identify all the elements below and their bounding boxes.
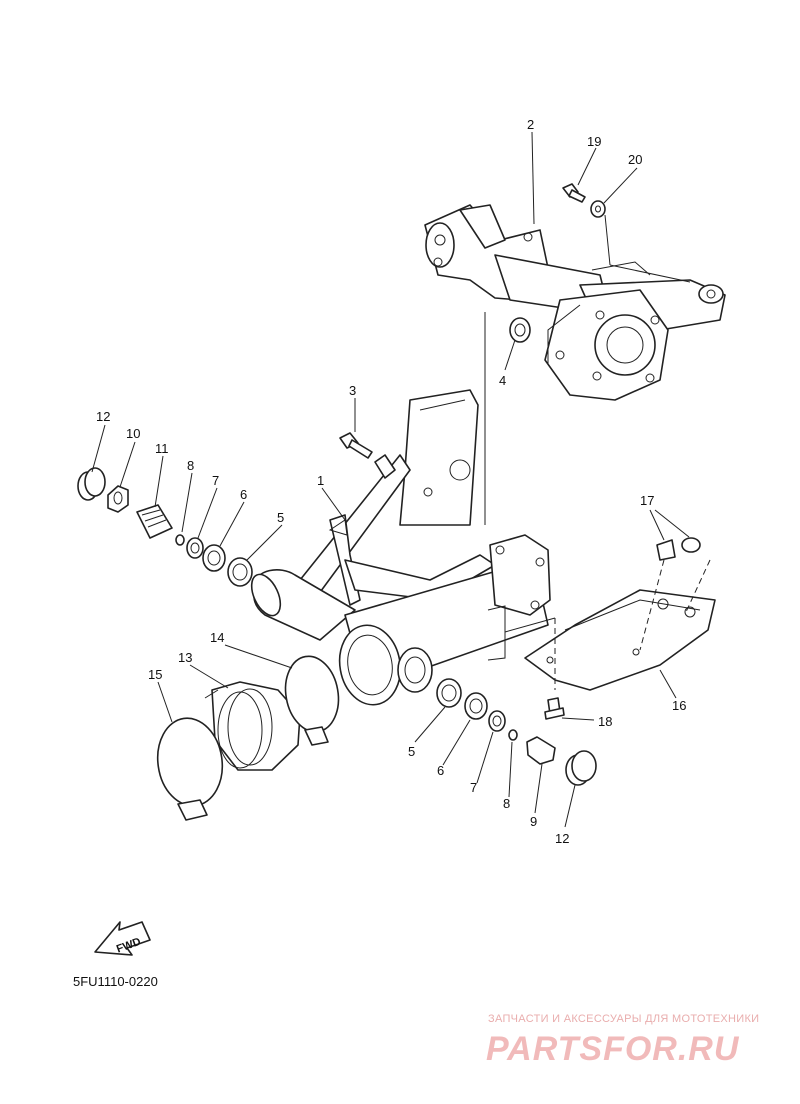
watermark: ЗАПЧАСТИ И АКСЕССУАРЫ ДЛЯ МОТОТЕХНИКИ PA… xyxy=(486,1013,759,1068)
callout-8-left: 8 xyxy=(187,458,194,473)
callout-15: 15 xyxy=(148,667,162,682)
ring-part-8-left xyxy=(175,534,185,546)
clamp-part-15 xyxy=(156,717,224,821)
callout-8-right: 8 xyxy=(503,796,510,811)
callout-10: 10 xyxy=(126,426,140,441)
callout-3: 3 xyxy=(349,383,356,398)
callout-14: 14 xyxy=(210,630,224,645)
swingarm-part-1 xyxy=(250,389,551,706)
clamp-part-14 xyxy=(284,655,340,746)
watermark-tagline: ЗАПЧАСТИ И АКСЕССУАРЫ ДЛЯ МОТОТЕХНИКИ xyxy=(488,1013,759,1025)
callout-16: 16 xyxy=(672,698,686,713)
boot-part-13 xyxy=(204,681,301,771)
bolt-part-18 xyxy=(544,697,565,720)
callout-2: 2 xyxy=(527,117,534,132)
fwd-arrow-icon: FWD xyxy=(94,921,151,956)
washer-part-20 xyxy=(590,200,606,218)
bearing-part-5-left xyxy=(227,557,253,587)
leader-lines xyxy=(91,131,711,828)
callout-11: 11 xyxy=(155,441,169,456)
callout-12-right: 12 xyxy=(555,831,569,846)
bushing-part-4 xyxy=(509,317,531,343)
callout-9: 9 xyxy=(530,814,537,829)
ring-part-8-right xyxy=(508,729,518,741)
nut-part-10 xyxy=(107,485,129,513)
callout-5-right: 5 xyxy=(408,744,415,759)
seal-part-7-right xyxy=(488,710,506,732)
callout-6-left: 6 xyxy=(240,487,247,502)
bearing-part-6-left xyxy=(202,544,226,572)
callout-7-right: 7 xyxy=(470,780,477,795)
bolt-part-19 xyxy=(562,183,586,203)
bolt-part-3 xyxy=(339,432,396,479)
callout-19: 19 xyxy=(587,134,601,149)
callout-17: 17 xyxy=(640,493,654,508)
axle-housing-part-2 xyxy=(424,204,726,401)
callout-20: 20 xyxy=(628,152,642,167)
callout-7-left: 7 xyxy=(212,473,219,488)
dust-cap-part-12-left xyxy=(77,467,106,501)
callout-labels: 2 19 20 4 3 12 10 11 8 7 6 5 1 14 13 15 … xyxy=(96,117,686,846)
callout-12-left: 12 xyxy=(96,409,110,424)
plug-part-17 xyxy=(656,537,701,561)
watermark-logo: PARTSFOR.RU xyxy=(486,1030,740,1068)
pivot-bolt-part-9 xyxy=(526,736,556,765)
seal-part-7-left xyxy=(186,537,204,559)
bearing-part-6-right xyxy=(464,692,488,720)
callout-5-left: 5 xyxy=(277,510,284,525)
callout-18: 18 xyxy=(598,714,612,729)
callout-13: 13 xyxy=(178,650,192,665)
bearing-part-5-right xyxy=(436,678,462,708)
callout-6-right: 6 xyxy=(437,763,444,778)
pivot-shaft-part-11 xyxy=(136,504,173,539)
dust-cap-part-12-right xyxy=(565,750,597,786)
callout-4: 4 xyxy=(499,373,506,388)
callout-1: 1 xyxy=(317,473,324,488)
guard-part-16 xyxy=(524,589,716,691)
diagram-code: 5FU1110-0220 xyxy=(73,974,158,989)
